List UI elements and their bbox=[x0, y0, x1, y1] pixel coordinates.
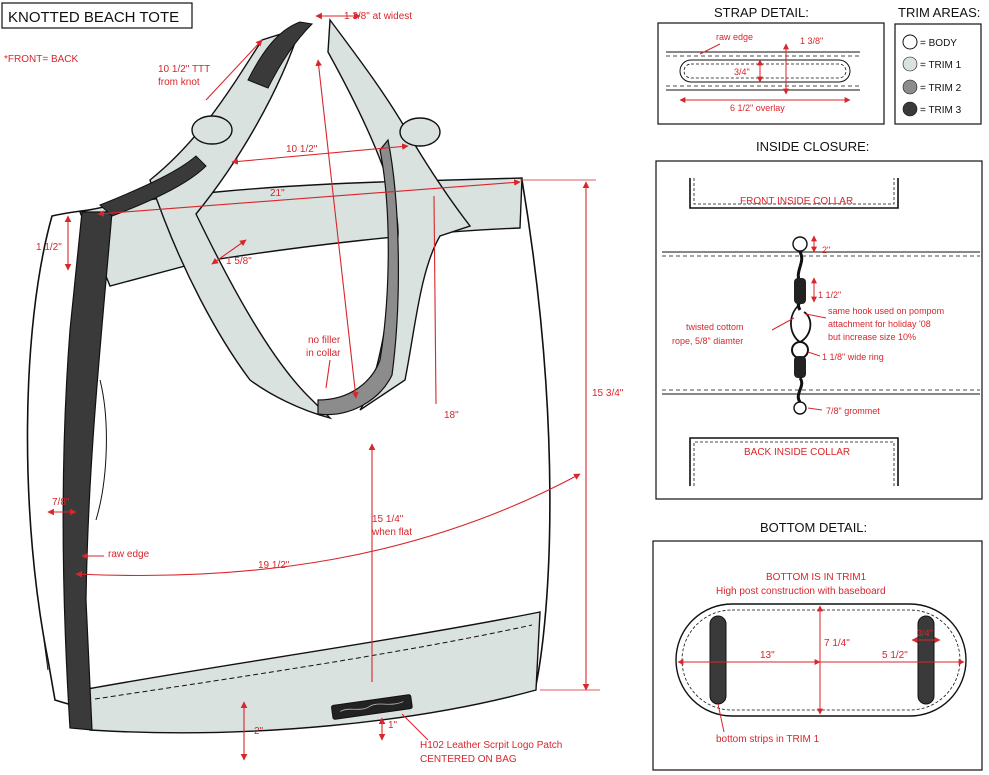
patch-size-label: 1" bbox=[388, 720, 398, 731]
rope-note-1: twisted cottom bbox=[686, 322, 744, 332]
trim2-swatch bbox=[902, 79, 918, 95]
rope-note-2: rope, 5/8" diamter bbox=[672, 336, 743, 346]
trim1-swatch bbox=[902, 56, 918, 72]
strap-drop-label: 18" bbox=[444, 410, 459, 421]
bottom-width-dim: 7 1/4" bbox=[824, 638, 850, 649]
strap-width-dim: 1 3/8" bbox=[800, 36, 823, 46]
hook-note-3: but increase size 10% bbox=[828, 332, 916, 342]
strap-detail-title: STRAP DETAIL: bbox=[714, 5, 809, 20]
bottom-note-2: High post construction with baseboard bbox=[716, 586, 886, 597]
raw-edge-label: raw edge bbox=[108, 549, 150, 560]
front-collar-label: FRONT INSIDE COLLAR bbox=[740, 196, 853, 207]
bottom-note-1: BOTTOM IS IN TRIM1 bbox=[766, 572, 867, 583]
hook-note-1: same hook used on pompom bbox=[828, 306, 944, 316]
trim-areas-title: TRIM AREAS: bbox=[898, 5, 980, 20]
hook-note-2: attachment for holiday '08 bbox=[828, 319, 931, 329]
knot-length-label-1: 10 1/2" TTT bbox=[158, 64, 210, 75]
bottom-half-dim: 5 1/2" bbox=[882, 650, 908, 661]
bottom-strip-left bbox=[709, 615, 727, 705]
height-total-label: 15 3/4" bbox=[592, 388, 624, 399]
strap-inner-dim: 3/4" bbox=[734, 67, 750, 77]
bottom-length-dim: 13" bbox=[760, 650, 775, 661]
hook-clip bbox=[794, 278, 806, 304]
ring-note: 1 1/8" wide ring bbox=[822, 352, 884, 362]
handle-top bbox=[247, 21, 314, 89]
top-width-label: 21" bbox=[270, 188, 285, 199]
trim-legend-trim3: = TRIM 3 bbox=[920, 105, 962, 116]
side-width-label: 7/8" bbox=[52, 497, 70, 508]
trim-legend-trim2: = TRIM 2 bbox=[920, 83, 962, 94]
knot-right bbox=[399, 117, 441, 147]
flat-label-1: 15 1/4" bbox=[372, 514, 404, 525]
sheet-title: KNOTTED BEACH TOTE bbox=[8, 9, 179, 26]
inside-closure-box bbox=[655, 160, 983, 500]
trim-legend: = BODY = TRIM 1 = TRIM 2 = TRIM 3 bbox=[902, 34, 962, 117]
no-filler-label-1: no filler bbox=[308, 335, 341, 346]
side-strip bbox=[62, 211, 113, 731]
bottom-strips-note: bottom strips in TRIM 1 bbox=[716, 734, 820, 745]
bottom-strip-dim: 3/4" bbox=[917, 628, 933, 638]
inside-closure-title: INSIDE CLOSURE: bbox=[756, 139, 869, 154]
collar-height-label: 1 1/2" bbox=[36, 242, 62, 253]
bag-illustration bbox=[26, 18, 551, 734]
bottom-band bbox=[81, 611, 541, 734]
front-back-note: *FRONT= BACK bbox=[4, 54, 79, 65]
logo-patch bbox=[331, 694, 413, 720]
flat-label-2: when flat bbox=[371, 527, 412, 538]
bottom-band-label: 2" bbox=[254, 726, 264, 737]
strap-overlay-dim: 6 1/2" overlay bbox=[730, 103, 785, 113]
closure-drawing bbox=[662, 178, 980, 486]
title-box bbox=[1, 2, 193, 29]
circumference-label: 19 1/2" bbox=[258, 560, 290, 571]
closure-dim-top: 2" bbox=[822, 245, 830, 255]
knot-length-label-2: from knot bbox=[158, 77, 200, 88]
trim3-swatch bbox=[902, 101, 918, 117]
strap-gap-label: 10 1/2" bbox=[286, 144, 318, 155]
inner-collar bbox=[317, 138, 400, 416]
patch-label-1: H102 Leather Scrpit Logo Patch bbox=[420, 740, 562, 751]
bottom-drawing bbox=[675, 603, 967, 717]
left-strap bbox=[149, 26, 333, 420]
no-filler-label-2: in collar bbox=[306, 348, 341, 359]
strap-raw-edge-label: raw edge bbox=[716, 32, 753, 42]
collar-width-label: 1 5/8" bbox=[226, 256, 252, 267]
bottom-detail-title: BOTTOM DETAIL: bbox=[760, 520, 867, 535]
trim-legend-body: = BODY bbox=[920, 38, 957, 49]
strap-detail-drawing bbox=[666, 51, 860, 91]
bottom-grommet bbox=[793, 401, 807, 415]
main-labels: 1 3/8" at widest 10 1/2" TTT from knot 1… bbox=[36, 11, 624, 765]
strap-width-label: 1 3/8" at widest bbox=[344, 11, 412, 22]
knot-left bbox=[191, 115, 233, 145]
closure-dim-mid: 1 1/2" bbox=[818, 290, 841, 300]
main-dimensions bbox=[47, 12, 600, 761]
patch-label-2: CENTERED ON BAG bbox=[420, 754, 517, 765]
trim-legend-trim1: = TRIM 1 bbox=[920, 60, 962, 71]
back-collar-label: BACK INSIDE COLLAR bbox=[744, 447, 850, 458]
body-swatch bbox=[902, 34, 918, 50]
top-grommet bbox=[792, 236, 808, 252]
grommet-note: 7/8" grommet bbox=[826, 406, 880, 416]
